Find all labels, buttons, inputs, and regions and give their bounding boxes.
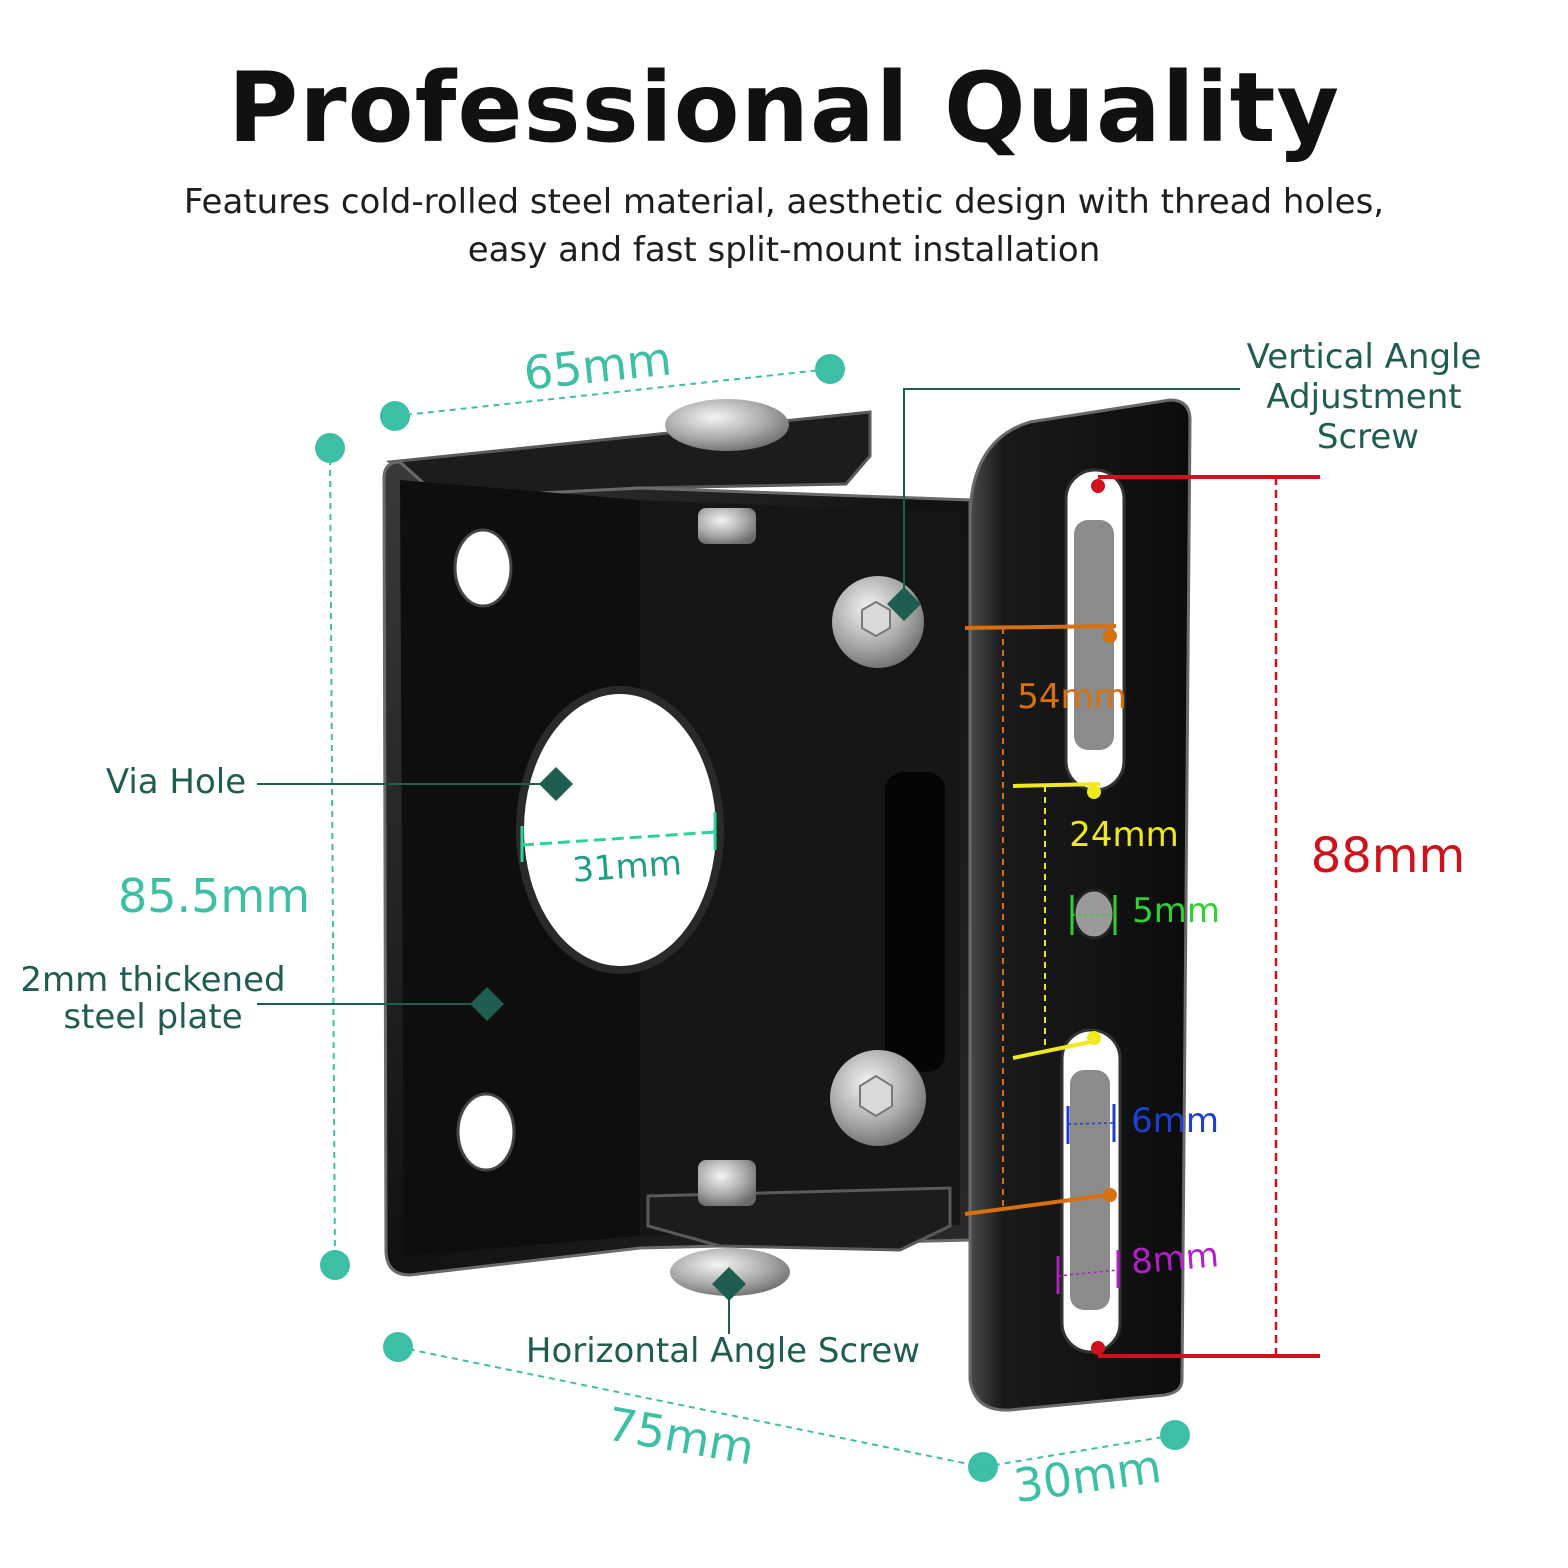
- dim-label-30mm: 30mm: [1010, 1439, 1164, 1513]
- slot-width-dimension: 6mm: [1066, 1101, 1219, 1144]
- dim-label-65mm: 65mm: [521, 331, 674, 400]
- subtitle-line-2: easy and fast split-mount installation: [467, 230, 1101, 270]
- dim-line-75mm: [397, 1346, 984, 1468]
- dim-label-85-5mm: 85.5mm: [118, 869, 310, 923]
- dim-dot: [1103, 629, 1117, 643]
- dim-label-5mm: 5mm: [1132, 891, 1220, 931]
- dim-label-54mm: 54mm: [1017, 677, 1127, 717]
- vertical-screw-leader: [903, 388, 1240, 604]
- vertical-screw-label-2: Adjustment: [1266, 377, 1461, 417]
- via-hole-dimension: 31mm: [520, 812, 717, 891]
- vertical-screw-marker: [887, 587, 921, 621]
- vertical-screw-label-3: Screw: [1317, 417, 1419, 457]
- vertical-screw-label-1: Vertical Angle: [1247, 337, 1482, 377]
- orange-bottom-line: [964, 1192, 1117, 1216]
- horizontal-screw-label: Horizontal Angle Screw: [526, 1331, 920, 1371]
- top-flange: [385, 410, 872, 500]
- dim-dot: [1160, 1420, 1190, 1450]
- dim-dot: [1087, 1031, 1101, 1045]
- dim-line-85-5mm: [329, 447, 336, 1266]
- slot-gap-dimension: 24mm: [1012, 782, 1179, 1060]
- via-hole-label: Via Hole: [106, 762, 246, 802]
- upper-adjust-screw-socket: [861, 600, 891, 638]
- dim-label-6mm: 6mm: [1131, 1101, 1219, 1141]
- yellow-bottom-line: [1012, 1038, 1101, 1060]
- callouts: Vertical Angle Adjustment Screw Via Hole…: [20, 337, 1481, 1371]
- mount-hole-bottom: [456, 1092, 516, 1172]
- top-set-screw: [698, 508, 756, 544]
- dim-line-6mm: [1067, 1122, 1115, 1125]
- slot-length-dimension: 54mm: [964, 624, 1127, 1216]
- dim-dot: [320, 1250, 350, 1280]
- lower-slot-shadow: [1070, 1070, 1110, 1310]
- orange-top-line: [964, 624, 1117, 630]
- top-bolt-head: [665, 399, 789, 451]
- dim-label-24mm: 24mm: [1069, 815, 1179, 855]
- dim-label-75mm: 75mm: [603, 1397, 758, 1476]
- via-hole: [516, 686, 724, 974]
- dim-dot: [1091, 1341, 1105, 1355]
- bracket-illustration: [382, 398, 1192, 1412]
- bottom-set-screw: [698, 1160, 756, 1206]
- dim-dot: [815, 354, 845, 384]
- subtitle-line-1: Features cold-rolled steel material, aes…: [183, 182, 1385, 222]
- lower-adjust-screw-socket: [859, 1074, 893, 1118]
- slot-end-dimension: 8mm: [1056, 1235, 1220, 1294]
- dim-dot: [380, 401, 410, 431]
- dim-line-65mm: [394, 368, 831, 417]
- plate-height-dimension: 88mm: [1091, 475, 1466, 1358]
- dim-dot: [1087, 785, 1101, 799]
- dim-line-31mm: [521, 830, 716, 847]
- center-hole-dimension: 5mm: [1070, 891, 1220, 935]
- dim-dot: [1103, 1188, 1117, 1202]
- pivot-slot: [885, 772, 945, 1072]
- center-hole: [1072, 888, 1116, 940]
- horizontal-screw-marker: [712, 1267, 746, 1301]
- upper-slot-shadow: [1074, 520, 1114, 750]
- plate-label-1: 2mm thickened: [20, 960, 285, 1000]
- plate-marker: [470, 987, 504, 1021]
- dim-dot: [1091, 479, 1105, 493]
- via-hole-marker: [539, 767, 573, 801]
- dim-label-88mm: 88mm: [1311, 828, 1466, 884]
- mount-hole-top: [453, 528, 513, 608]
- plate-label-2: steel plate: [63, 997, 242, 1037]
- yellow-top-line: [1012, 782, 1101, 788]
- dim-line-8mm: [1057, 1269, 1119, 1277]
- dim-dot: [383, 1332, 413, 1362]
- dim-dot: [315, 433, 345, 463]
- page-title: Professional Quality: [227, 52, 1341, 164]
- dim-label-31mm: 31mm: [571, 843, 683, 891]
- dim-label-8mm: 8mm: [1129, 1235, 1220, 1283]
